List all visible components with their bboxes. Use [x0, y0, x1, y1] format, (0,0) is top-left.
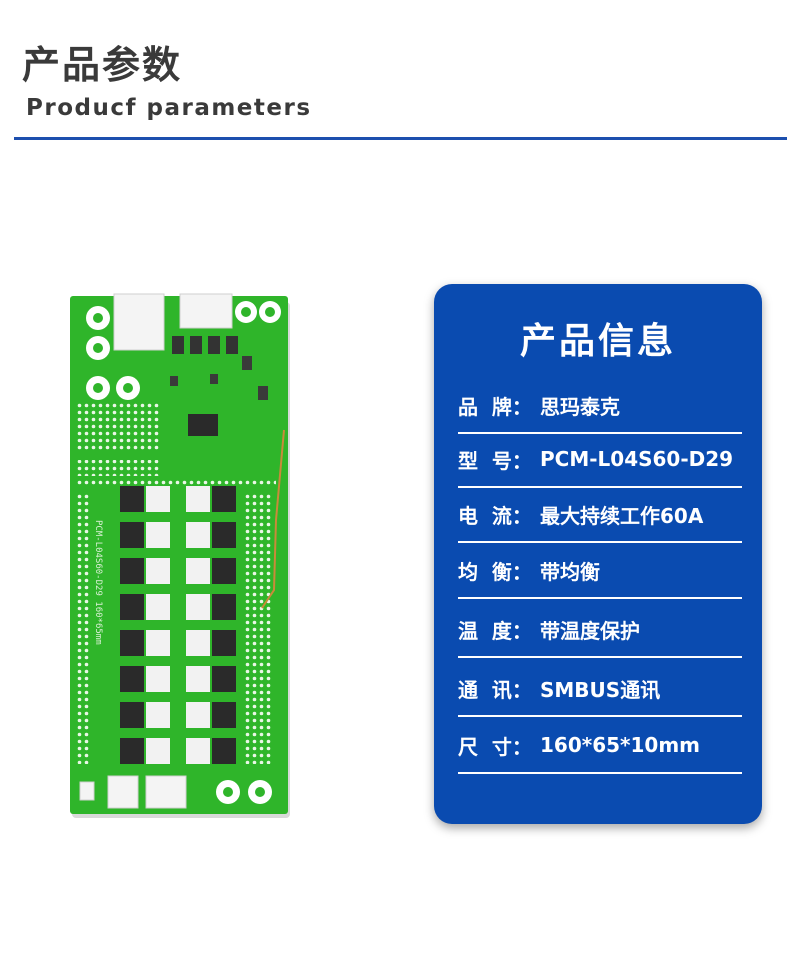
top-connector-left	[113, 293, 165, 351]
title-divider	[14, 137, 787, 140]
bottom-connector-right	[145, 775, 187, 809]
spec-value: 最大持续工作60A	[540, 503, 704, 528]
top-connector-right	[179, 293, 233, 329]
spec-value: PCM-L04S60-D29	[540, 447, 734, 471]
spec-row-current: 电 流： 最大持续工作60A	[458, 487, 742, 543]
spec-row-brand: 品 牌： 思玛泰克	[458, 378, 742, 434]
spec-value: 思玛泰克	[540, 394, 620, 419]
panel-title: 产品信息	[519, 321, 676, 362]
spec-label: 温 度：	[458, 618, 532, 643]
ic-chip	[188, 414, 218, 436]
spec-label: 尺 寸：	[458, 734, 532, 759]
mosfet-array-left	[120, 486, 170, 764]
section-subtitle: Producf parameters	[26, 95, 312, 121]
pcb-board-illustration: PCM-L04S60-D29 160*65mm	[70, 293, 290, 818]
bottom-connector-left	[107, 775, 139, 809]
spec-value: 带温度保护	[540, 618, 640, 643]
spec-value: SMBUS通讯	[540, 677, 661, 702]
product-info-panel: 产品信息 品 牌： 思玛泰克 型 号： PCM-L04S60-D29 电 流： …	[434, 284, 762, 824]
pcb-silkscreen-model: PCM-L04S60-D29 160*65mm	[93, 520, 103, 645]
spec-row-temperature: 温 度： 带温度保护	[458, 602, 742, 658]
spec-value: 160*65*10mm	[540, 733, 701, 757]
spec-label: 品 牌：	[458, 394, 532, 419]
spec-row-size: 尺 寸： 160*65*10mm	[458, 718, 742, 774]
spec-label: 通 讯：	[458, 677, 532, 702]
spec-row-communication: 通 讯： SMBUS通讯	[458, 661, 742, 717]
product-image-pcb: PCM-L04S60-D29 160*65mm	[62, 290, 294, 820]
spec-value: 带均衡	[540, 559, 600, 584]
spec-label: 均 衡：	[458, 559, 532, 584]
spec-row-balance: 均 衡： 带均衡	[458, 543, 742, 599]
mosfet-array-right	[186, 486, 236, 764]
spec-label: 型 号：	[458, 448, 532, 473]
spec-label: 电 流：	[458, 503, 532, 528]
spec-row-model: 型 号： PCM-L04S60-D29	[458, 432, 742, 488]
section-title: 产品参数	[22, 43, 183, 87]
